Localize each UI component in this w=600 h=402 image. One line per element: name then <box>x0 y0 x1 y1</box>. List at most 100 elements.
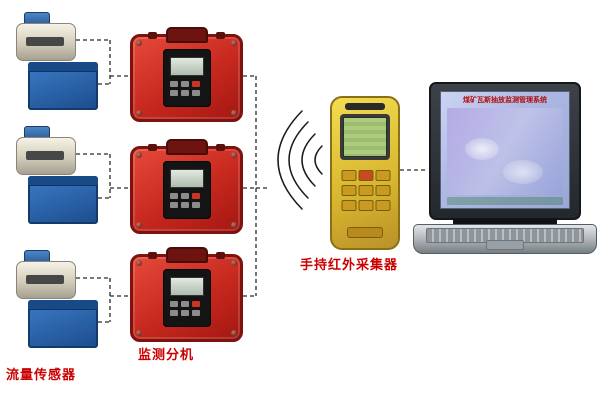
case-latch <box>148 252 157 259</box>
panel-keypad <box>169 81 204 96</box>
keypad-button <box>375 170 391 181</box>
monitor-unit-label: 监测分机 <box>138 347 195 362</box>
panel-key <box>191 90 200 96</box>
panel-display <box>169 57 204 76</box>
flow-sensor-group-1 <box>14 12 106 110</box>
control-panel <box>162 161 211 219</box>
laptop-screen: 煤矿瓦斯抽放监测管理系统 <box>440 91 570 209</box>
flow-sensor-group-2 <box>14 126 106 224</box>
panel-display <box>169 169 204 188</box>
dashed-connector-sensor3-to-unit3 <box>76 277 128 323</box>
wireless-arc-2 <box>301 133 316 187</box>
panel-key <box>169 193 178 199</box>
transmitter-body <box>16 261 76 299</box>
wireless-signal-arcs-icon <box>277 110 323 210</box>
panel-key <box>169 310 178 316</box>
lcd-screen <box>343 117 387 157</box>
corner-screw <box>231 260 237 266</box>
transmitter-display-band <box>26 37 64 46</box>
lcd-screen-frame <box>340 114 390 160</box>
panel-key <box>169 301 178 307</box>
panel-keypad <box>169 301 204 316</box>
transmitter-body <box>16 137 76 175</box>
keypad-button <box>358 200 374 211</box>
monitor-unit-3 <box>130 247 243 342</box>
corner-screw <box>231 330 237 336</box>
transmitter-display-band <box>26 151 64 160</box>
sensor-box-lid <box>28 176 98 186</box>
panel-key <box>180 193 189 199</box>
control-panel <box>162 49 211 107</box>
laptop-touchpad <box>486 240 524 250</box>
dashed-connector-sensor2-to-unit2 <box>76 153 128 199</box>
sensor-box-lid <box>28 62 98 72</box>
keypad <box>341 170 391 211</box>
keypad-button-red <box>358 170 374 181</box>
flow-transmitter-device <box>16 126 76 175</box>
panel-display <box>169 277 204 296</box>
panel-key <box>180 202 189 208</box>
case-latch <box>216 32 225 39</box>
case-handle <box>165 139 208 155</box>
flow-sensor-group-3 <box>14 250 106 348</box>
sensor-box-lid <box>28 300 98 310</box>
keypad-button <box>375 185 391 196</box>
keypad-button <box>375 200 391 211</box>
sensor-junction-box <box>28 300 98 348</box>
control-panel <box>162 269 211 327</box>
panel-key <box>169 90 178 96</box>
handheld-collector-label: 手持红外采集器 <box>300 257 399 272</box>
wireless-arc-4 <box>277 110 303 210</box>
panel-key <box>180 301 189 307</box>
corner-screw <box>136 330 142 336</box>
case-latch <box>148 32 157 39</box>
panel-key-red <box>191 301 200 307</box>
transmitter-body <box>16 23 76 61</box>
laptop-base <box>413 224 597 254</box>
corner-screw <box>136 260 142 266</box>
case-latch <box>148 144 157 151</box>
transmitter-display-band <box>26 275 64 284</box>
corner-screw <box>136 110 142 116</box>
software-title: 煤矿瓦斯抽放监测管理系统 <box>463 97 547 104</box>
corner-screw <box>136 40 142 46</box>
keypad-button <box>341 170 357 181</box>
panel-key <box>191 202 200 208</box>
panel-key <box>180 90 189 96</box>
flow-sensor-label: 流量传感器 <box>6 367 77 382</box>
flow-transmitter-device <box>16 250 76 299</box>
handheld-collector-device <box>330 96 400 250</box>
case-handle <box>165 27 208 43</box>
dashed-connector-units-to-wireless <box>243 75 268 297</box>
software-status-bar <box>447 197 563 205</box>
keypad-button <box>358 185 374 196</box>
panel-key <box>169 202 178 208</box>
panel-key-red <box>191 81 200 87</box>
case-latch <box>216 252 225 259</box>
corner-screw <box>231 152 237 158</box>
screen-highlight <box>465 138 499 160</box>
dashed-connector-sensor1-to-unit1 <box>76 39 128 85</box>
panel-key <box>180 81 189 87</box>
laptop-computer: 煤矿瓦斯抽放监测管理系统 <box>413 82 597 256</box>
corner-screw <box>231 222 237 228</box>
monitor-unit-2 <box>130 139 243 234</box>
function-button <box>347 227 383 238</box>
wireless-arc-3 <box>288 121 309 199</box>
panel-key-red <box>191 193 200 199</box>
wireless-arc-1 <box>314 145 323 175</box>
flow-transmitter-device <box>16 12 76 61</box>
infrared-port <box>345 103 385 110</box>
corner-screw <box>136 222 142 228</box>
panel-keypad <box>169 193 204 208</box>
corner-screw <box>231 40 237 46</box>
laptop-hinge <box>453 218 557 225</box>
case-handle <box>165 247 208 263</box>
sensor-junction-box <box>28 176 98 224</box>
screen-highlight <box>503 160 543 184</box>
keypad-button <box>341 185 357 196</box>
keypad-button <box>341 200 357 211</box>
corner-screw <box>231 110 237 116</box>
